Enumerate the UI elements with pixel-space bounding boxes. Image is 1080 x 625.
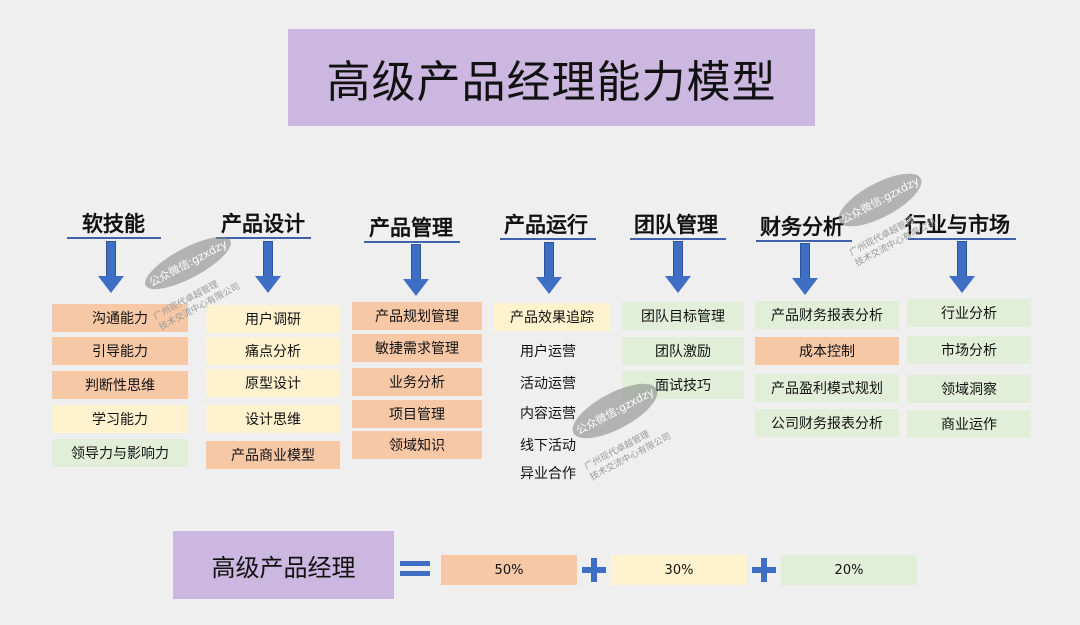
column-heading: 软技能 xyxy=(82,212,145,236)
list-item: 业务分析 xyxy=(352,368,482,396)
list-item: 行业分析 xyxy=(907,299,1031,327)
list-item: 产品财务报表分析 xyxy=(755,301,899,329)
list-item: 团队激励 xyxy=(622,337,744,365)
list-item: 引导能力 xyxy=(52,337,188,365)
list-item: 设计思维 xyxy=(206,405,340,433)
heading-underline xyxy=(756,240,852,242)
plus-icon xyxy=(752,558,776,582)
heading-underline xyxy=(67,237,161,239)
column-heading: 财务分析 xyxy=(760,215,844,239)
heading-underline xyxy=(908,238,1016,240)
heading-underline xyxy=(500,238,596,240)
column-heading: 团队管理 xyxy=(634,213,718,237)
list-item: 项目管理 xyxy=(352,400,482,428)
column-heading: 行业与市场 xyxy=(905,213,1010,237)
list-item: 痛点分析 xyxy=(206,337,340,365)
list-item: 线下活动 xyxy=(520,438,576,454)
page-title: 高级产品经理能力模型 xyxy=(288,29,815,126)
list-item: 沟通能力 xyxy=(52,304,188,332)
list-item: 敏捷需求管理 xyxy=(352,334,482,362)
list-item: 异业合作 xyxy=(520,466,576,482)
heading-underline xyxy=(364,241,460,243)
list-item: 产品效果追踪 xyxy=(494,303,610,331)
list-item: 用户运营 xyxy=(520,344,576,360)
list-item: 原型设计 xyxy=(206,369,340,397)
list-item: 团队目标管理 xyxy=(622,302,744,330)
list-item: 判断性思维 xyxy=(52,371,188,399)
list-item: 产品商业模型 xyxy=(206,441,340,469)
list-item: 内容运营 xyxy=(520,406,576,422)
list-item: 商业运作 xyxy=(907,410,1031,438)
heading-underline xyxy=(630,238,726,240)
column-heading: 产品管理 xyxy=(369,216,453,240)
formula-part-business: 20% xyxy=(781,555,917,585)
formula-label: 高级产品经理 xyxy=(173,531,394,599)
formula-part-soft: 50% xyxy=(441,555,577,585)
column-heading: 产品运行 xyxy=(504,213,588,237)
list-item: 活动运营 xyxy=(520,376,576,392)
heading-underline xyxy=(216,237,311,239)
list-item: 市场分析 xyxy=(907,336,1031,364)
list-item: 产品盈利模式规划 xyxy=(755,374,899,402)
list-item: 领导力与影响力 xyxy=(52,439,188,467)
list-item: 成本控制 xyxy=(755,337,899,365)
formula-part-design: 30% xyxy=(611,555,747,585)
list-item: 产品规划管理 xyxy=(352,302,482,330)
list-item: 用户调研 xyxy=(206,305,340,333)
list-item: 公司财务报表分析 xyxy=(755,409,899,437)
list-item: 学习能力 xyxy=(52,405,188,433)
equals-icon xyxy=(400,561,430,577)
column-heading: 产品设计 xyxy=(221,212,305,236)
list-item: 领域知识 xyxy=(352,431,482,459)
plus-icon xyxy=(582,558,606,582)
list-item: 领域洞察 xyxy=(907,375,1031,403)
